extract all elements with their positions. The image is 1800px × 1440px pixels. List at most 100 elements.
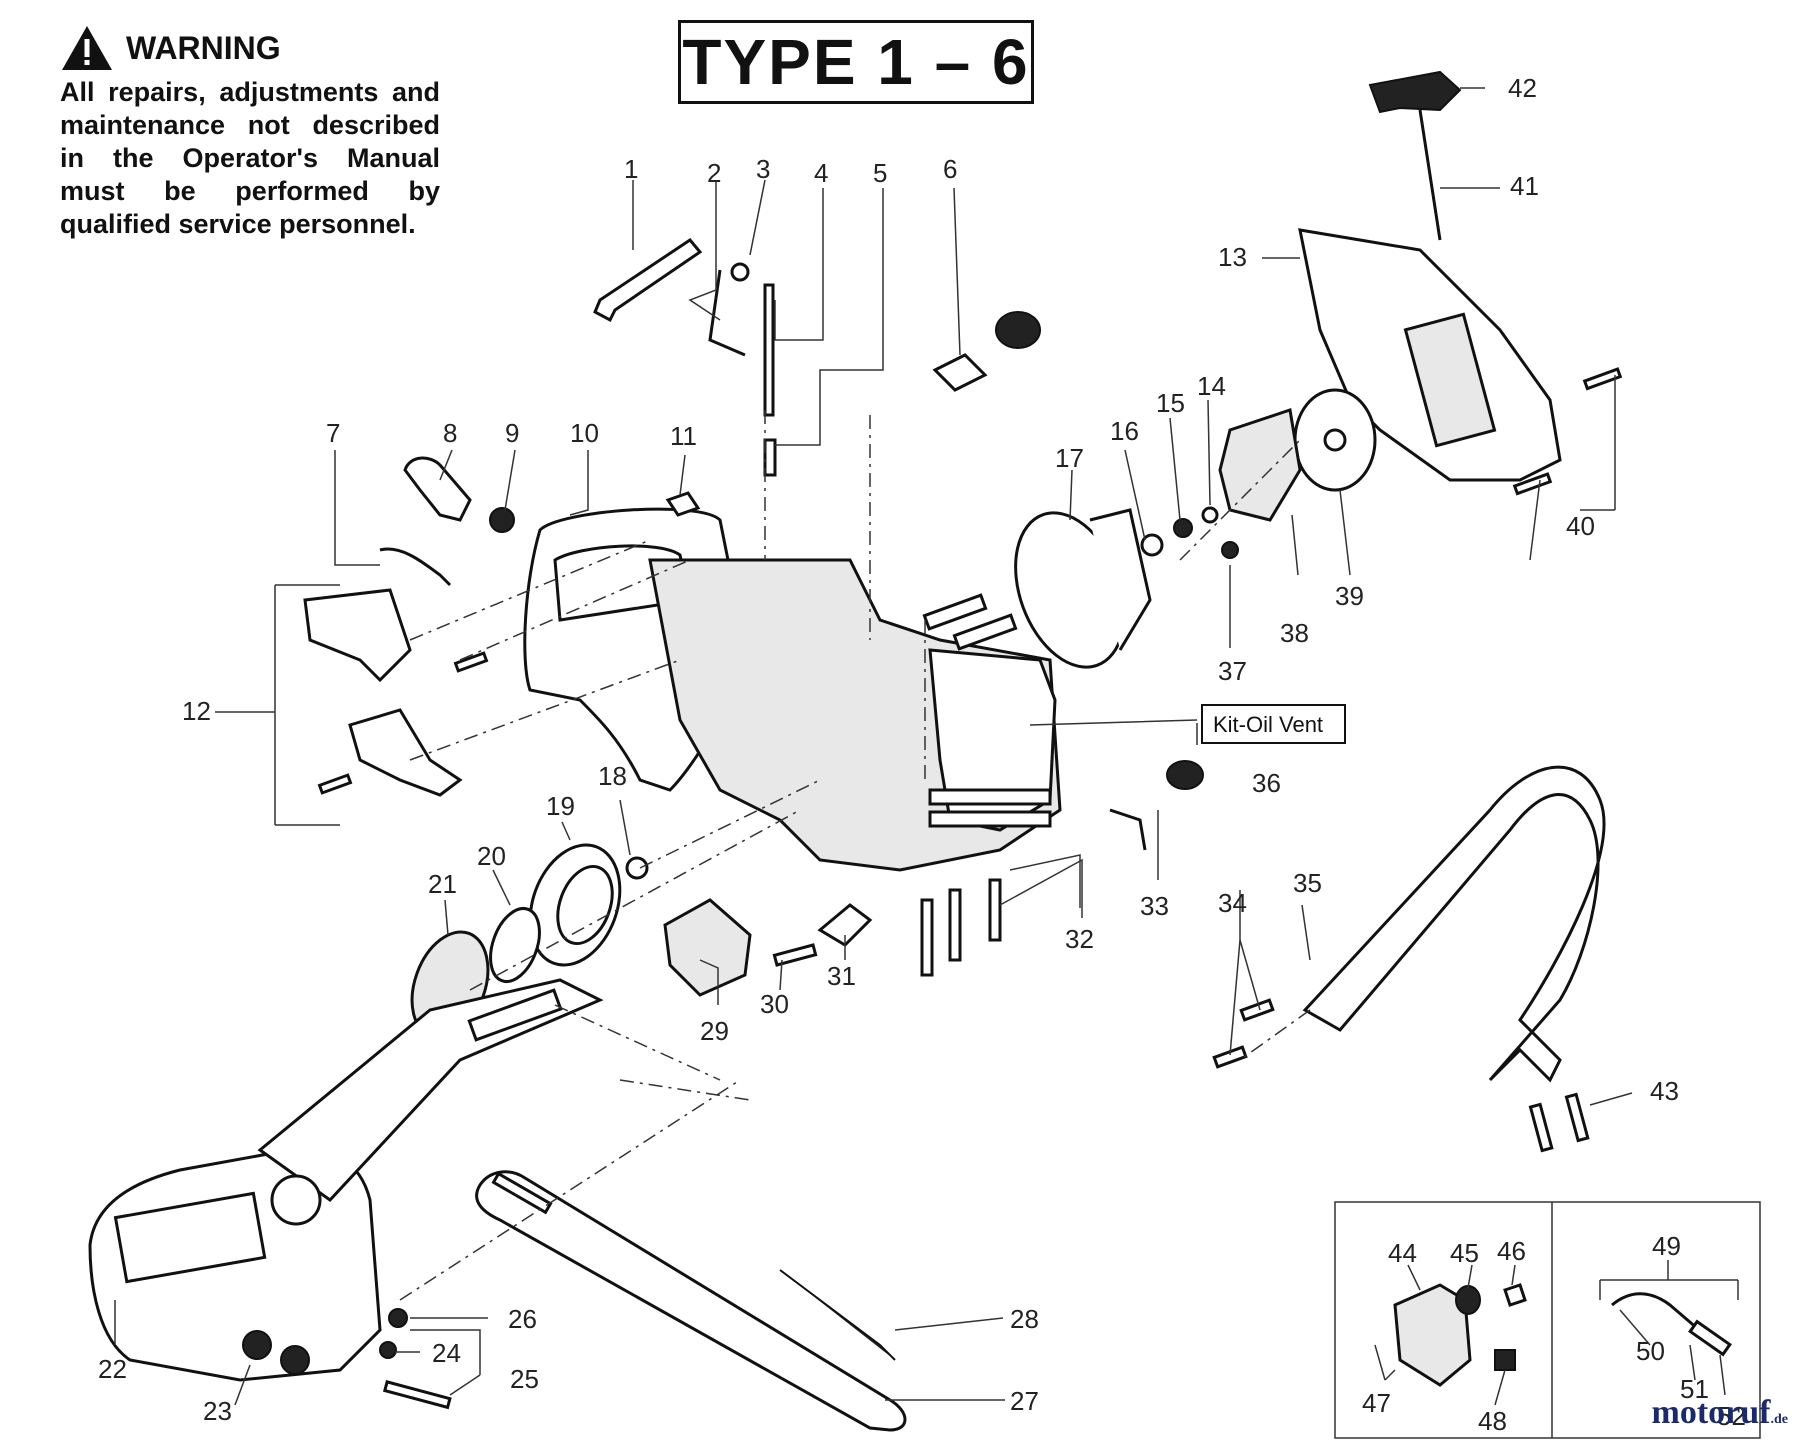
- bolt-30: [772, 943, 818, 967]
- callout-3: 3: [756, 154, 770, 184]
- screw-3: [730, 262, 750, 282]
- nut-15: [1173, 518, 1193, 538]
- callout-29: 29: [700, 1016, 729, 1046]
- throttle-trigger-12b: [348, 708, 463, 797]
- stud-a: [922, 593, 988, 631]
- washer-16: [1140, 533, 1164, 557]
- page-title: TYPE 1 – 6: [678, 20, 1034, 104]
- cap-gasket: [932, 353, 988, 392]
- screw-40a: [1582, 367, 1623, 391]
- pump-screw: [1494, 1349, 1516, 1371]
- watermark-brand: motoruf: [1651, 1394, 1771, 1431]
- nut-23a: [242, 1330, 272, 1360]
- starter-fins: [1403, 312, 1497, 448]
- callout-34: 34: [1218, 888, 1247, 918]
- callout-18: 18: [598, 761, 627, 791]
- housing-rib-2: [928, 810, 1052, 828]
- pin-5: [763, 438, 777, 477]
- stud-b: [952, 613, 1018, 651]
- callout-7: 7: [326, 418, 340, 448]
- starter-rope: [1418, 109, 1442, 241]
- callout-52: 52: [1717, 1401, 1746, 1431]
- callout-6: 6: [943, 154, 957, 184]
- starter-pawl: [1218, 408, 1302, 522]
- callout-12: 12: [182, 696, 211, 726]
- screw-40b: [1512, 472, 1553, 496]
- screw-43b: [1564, 1092, 1590, 1143]
- bolt-32c: [988, 878, 1002, 942]
- rod-4: [763, 283, 775, 417]
- saw-chain: [779, 1269, 896, 1361]
- spring-7: [379, 547, 452, 587]
- screw-43a: [1528, 1102, 1554, 1153]
- warning-heading-text: WARNING: [126, 29, 281, 66]
- guide-plate: [663, 898, 752, 997]
- watermark-logo: motoruf.de: [1652, 1394, 1788, 1432]
- callout-28: 28: [1010, 1304, 1039, 1334]
- callout-9: 9: [505, 418, 519, 448]
- callout-41: 41: [1510, 171, 1539, 201]
- callout-43: 43: [1650, 1076, 1679, 1106]
- chain-brake-lever: [257, 978, 604, 1202]
- callout-50: 50: [1636, 1336, 1665, 1366]
- starter-handle: [1368, 70, 1462, 114]
- callout-39: 39: [1335, 581, 1364, 611]
- oil-vent: [1166, 760, 1204, 790]
- callout-47: 47: [1362, 1388, 1391, 1418]
- guide-bar: [475, 1170, 907, 1432]
- callout-25: 25: [510, 1364, 539, 1394]
- warning-notice: WARNING All repairs, adjustments and mai…: [60, 24, 440, 241]
- assembly-lines: [399, 410, 1311, 1301]
- screw-34b: [1212, 1045, 1248, 1069]
- flywheel-fins: [1089, 508, 1152, 651]
- clutch-drum-inner: [556, 864, 614, 946]
- callout-10: 10: [570, 418, 599, 448]
- nut-24: [379, 1341, 397, 1359]
- oil-pump: [1393, 1283, 1472, 1387]
- bolt-32b: [948, 888, 962, 962]
- pulley-hub: [1323, 428, 1347, 452]
- leader-lines: [114, 87, 1739, 1406]
- callout-14: 14: [1197, 371, 1226, 401]
- callout-42: 42: [1508, 73, 1537, 103]
- callout-46: 46: [1497, 1236, 1526, 1266]
- washer-14: [1201, 506, 1219, 524]
- pin-12b: [317, 773, 353, 795]
- callout-48: 48: [1478, 1406, 1507, 1436]
- watermark-tld: .de: [1770, 1412, 1789, 1427]
- cover-window: [113, 1191, 267, 1284]
- housing-rib-1: [928, 788, 1052, 806]
- callout-44: 44: [1388, 1238, 1417, 1268]
- callout-24: 24: [432, 1338, 461, 1368]
- worm-gear: [1455, 1285, 1481, 1315]
- bolt-32a: [920, 898, 934, 977]
- nut-23b: [280, 1345, 310, 1375]
- chain-tensioner: [817, 903, 873, 947]
- front-handle: [1302, 765, 1606, 1083]
- oil-line: [1611, 1292, 1706, 1337]
- callout-21: 21: [428, 869, 457, 899]
- callout-1: 1: [624, 154, 638, 184]
- callout-30: 30: [760, 989, 789, 1019]
- callout-27: 27: [1010, 1386, 1039, 1416]
- callout-40: 40: [1566, 511, 1595, 541]
- bushing-9: [489, 507, 515, 533]
- callout-17: 17: [1055, 443, 1084, 473]
- callout-32: 32: [1065, 924, 1094, 954]
- kit-oil-vent-label: Kit-Oil Vent: [1213, 712, 1323, 737]
- throttle-trigger-12a: [303, 588, 412, 683]
- clip-11: [665, 491, 701, 517]
- callout-8: 8: [443, 418, 457, 448]
- callout-numbers: 1 2 3 4 5 6 7 8 9 10 11 12 13 14 15 16 1…: [98, 73, 1746, 1436]
- callout-38: 38: [1280, 618, 1309, 648]
- callout-23: 23: [203, 1396, 232, 1426]
- washer-20: [489, 907, 541, 983]
- washer-18: [625, 856, 649, 880]
- callout-49: 49: [1652, 1231, 1681, 1261]
- screw-37: [1221, 541, 1239, 559]
- callout-33: 33: [1140, 891, 1169, 921]
- warning-triangle-icon: [62, 26, 112, 70]
- callout-31: 31: [827, 961, 856, 991]
- vent-hose: [1109, 808, 1147, 851]
